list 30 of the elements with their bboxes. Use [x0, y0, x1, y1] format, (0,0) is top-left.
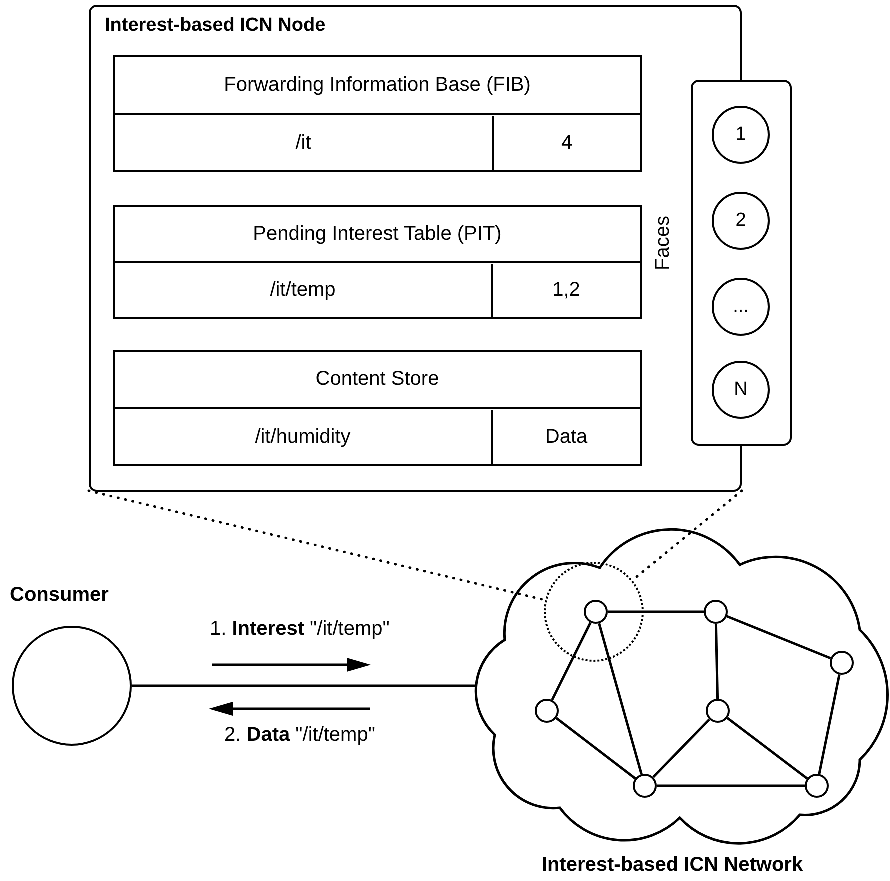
frame-title: Interest-based ICN Node	[105, 15, 326, 37]
link-line	[551, 622, 592, 701]
table-header: Pending Interest Table (PIT)	[115, 207, 640, 263]
link-line	[726, 717, 808, 780]
data-table	[113, 350, 642, 466]
message-label: 1. Interest "/it/temp"	[210, 618, 390, 641]
faces-label: Faces	[652, 216, 674, 270]
link-line	[714, 624, 720, 700]
data-table	[113, 205, 642, 319]
zoom-circle	[544, 562, 644, 662]
link-line	[132, 684, 475, 688]
table-header: Content Store	[115, 352, 640, 409]
link-line	[726, 615, 832, 660]
consumer-label: Consumer	[10, 584, 109, 607]
message-label: 2. Data "/it/temp"	[224, 724, 376, 747]
link-line	[556, 717, 636, 780]
table-cell: Data	[491, 410, 640, 464]
table-cell: 4	[492, 116, 640, 170]
table-cell: 1,2	[491, 264, 640, 317]
link-line	[598, 623, 643, 775]
link-line	[652, 718, 710, 778]
link-line	[818, 674, 841, 774]
table-header: Forwarding Information Base (FIB)	[115, 57, 640, 115]
table-cell-text: /it/temp	[269, 278, 337, 303]
data-table	[113, 55, 642, 172]
network-label: Interest-based ICN Network	[540, 854, 804, 877]
link-line	[657, 784, 805, 788]
link-line	[608, 610, 704, 614]
table-cell-text: /it/humidity	[254, 424, 352, 450]
table-cell-text: /it	[294, 130, 312, 156]
